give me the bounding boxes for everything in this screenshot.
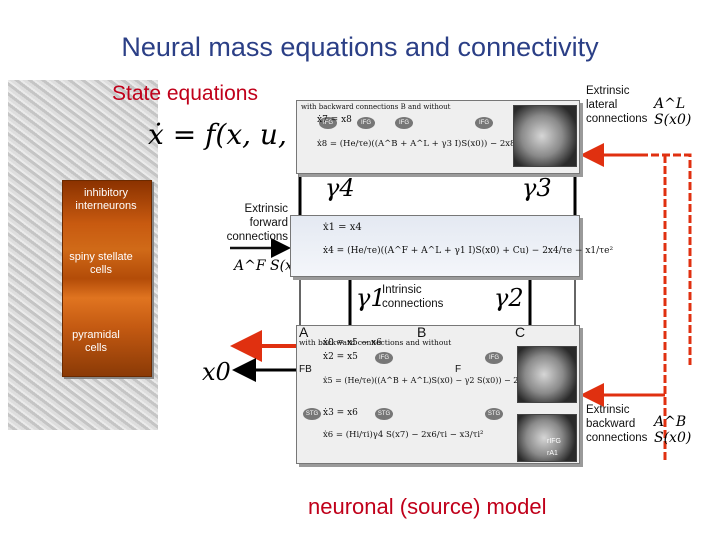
top-eq-1: ẋ7 = x8 (317, 115, 352, 125)
node-ifg-1: IFG (319, 117, 337, 129)
gamma-4: γ4 (325, 174, 355, 202)
middle-eq-1: ẋ1 = x4 (323, 222, 362, 233)
letter-b: B (417, 324, 427, 340)
forward-connections-label: Extrinsic forward connections (226, 203, 288, 243)
bottom-brain-image-1 (517, 346, 577, 403)
bottom-eq-4: ẋ3 = x6 (323, 408, 358, 418)
lateral-route (640, 153, 692, 365)
intrinsic-connections-label: Intrinsic connections (382, 284, 444, 310)
lateral-formula: A^L S(x0) (654, 96, 692, 128)
spiny-label: spiny stellate cells (69, 251, 133, 276)
forward-formula: A^F S(x0) (234, 258, 308, 274)
node-ifg-2: IFG (357, 117, 375, 129)
middle-eq-2: ẋ4 = (He/τe)((A^F + A^L + γ1 I)S(x0) + C… (323, 246, 614, 256)
pyramidal-label: pyramidal cells (72, 329, 120, 354)
middle-equation-panel: ẋ1 = x4 ẋ4 = (He/τe)((A^F + A^L + γ1 I)S… (290, 215, 613, 277)
neuronal-model-label: neuronal (source) model (308, 494, 547, 519)
bottom-panel-header: with backward connections and without (299, 338, 452, 347)
state-equation: ẋ = f(x, u, θ) (148, 118, 324, 151)
backward-formula: A^B S(x0) (654, 414, 692, 446)
fb-label: FB (299, 364, 312, 375)
top-equation-panel: with backward connections B and without … (296, 100, 580, 174)
bottom-equation-panel: A B C with backward connections and with… (296, 324, 580, 464)
bottom-eq-3: ẋ5 = (He/τe)((A^B + A^L)S(x0) − γ2 S(x0)… (323, 376, 577, 385)
brain-label-rifg: rIFG (547, 438, 561, 445)
node-ifg-4: IFG (475, 117, 493, 129)
neuron-column (62, 180, 152, 377)
state-equations-label: State equations (112, 82, 258, 105)
bottom-eq-2: ẋ2 = x5 (323, 352, 358, 362)
node-stg-b3: STG (485, 408, 503, 420)
letter-c: C (515, 324, 526, 340)
bottom-brain-image-2 (517, 414, 577, 462)
top-eq-2: ẋ8 = (He/τe)((A^B + A^L + γ3 I)S(x0)) − … (317, 139, 567, 149)
top-brain-image (513, 105, 577, 167)
letter-a: A (299, 324, 309, 340)
node-ifg-b1: IFG (375, 352, 393, 364)
bottom-eq-5: ẋ6 = (Hi/τi)γ4 S(x7) − 2x6/τi − x3/τi² (323, 430, 484, 440)
node-ifg-b2: IFG (485, 352, 503, 364)
backward-connections-label: Extrinsic backward connections (586, 404, 648, 444)
node-stg-b2: STG (375, 408, 393, 420)
node-stg-b1: STG (303, 408, 321, 420)
gamma-2: γ2 (494, 284, 524, 312)
lateral-connections-label: Extrinsic lateral connections (586, 85, 648, 125)
f-label: F (455, 364, 462, 375)
node-ifg-3: IFG (395, 117, 413, 129)
slide-title: Neural mass equations and connectivity (121, 32, 599, 62)
x0-label: x0 (202, 358, 231, 386)
bottom-eq-1: ẋ0 = x5 − x6 (323, 338, 382, 348)
brain-label-ra1: rA1 (547, 450, 558, 457)
top-panel-header: with backward connections B and without (301, 103, 451, 111)
gamma-1: γ1 (356, 284, 386, 312)
inhibitory-label: inhibitory interneurons (75, 187, 137, 212)
gamma-3: γ3 (522, 174, 552, 202)
